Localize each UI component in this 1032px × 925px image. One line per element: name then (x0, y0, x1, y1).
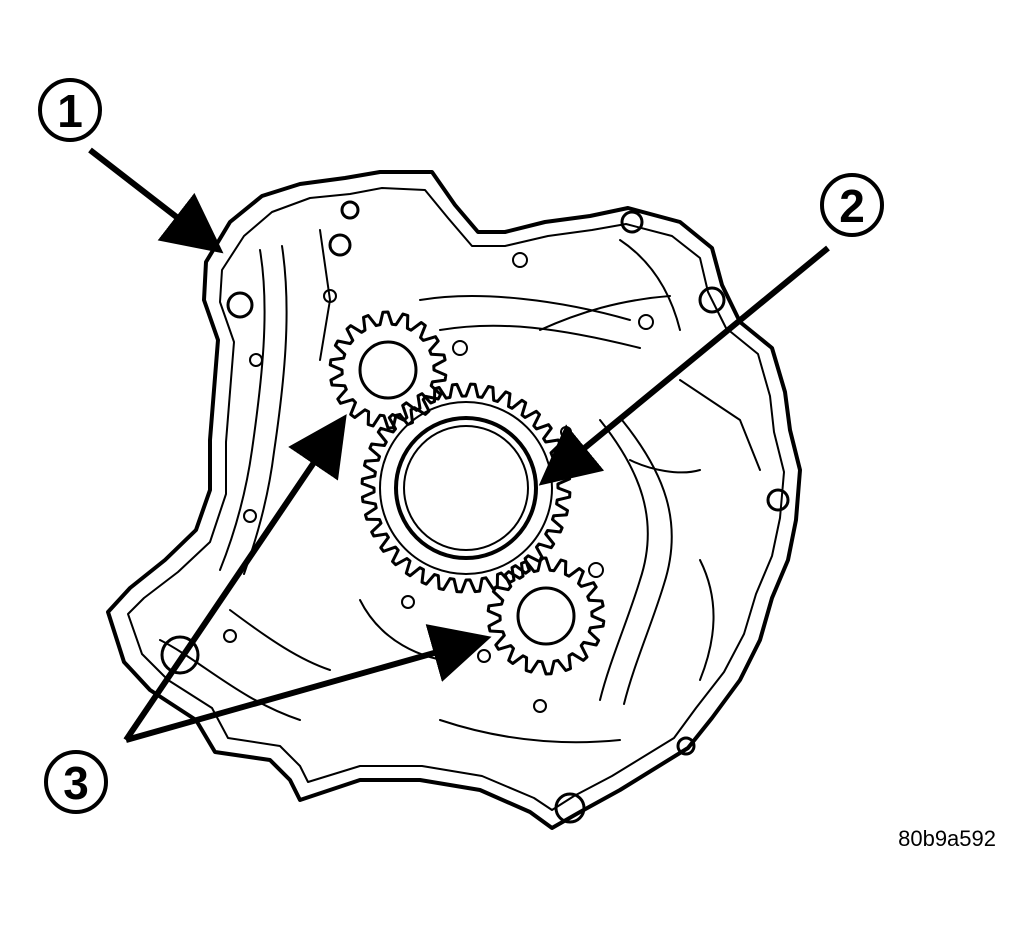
arrow-callout-1 (88, 147, 224, 254)
callout-3: 3 (44, 750, 108, 814)
callout-2: 2 (820, 173, 884, 237)
callout-2-label: 2 (839, 180, 865, 232)
callout-1-label: 1 (57, 85, 83, 137)
pinion-upper-tooth-profile (328, 310, 448, 430)
pinion-gear-lower (486, 556, 606, 676)
pinion-lower-tooth-profile (486, 556, 606, 676)
pinion-gear-upper (328, 310, 448, 430)
leader-arrows (88, 147, 830, 743)
arrow-callout-2 (538, 245, 830, 486)
callout-3-label: 3 (63, 757, 89, 809)
ring-tooth-profile (360, 382, 572, 594)
inner-ring-gear (360, 382, 572, 594)
arrow-callout-3-lower (125, 624, 492, 743)
callout-1: 1 (38, 78, 102, 142)
arrow-callout-3-upper (123, 414, 347, 742)
figure-code: 80b9a592 (898, 826, 996, 851)
pump-housing (106, 170, 802, 830)
